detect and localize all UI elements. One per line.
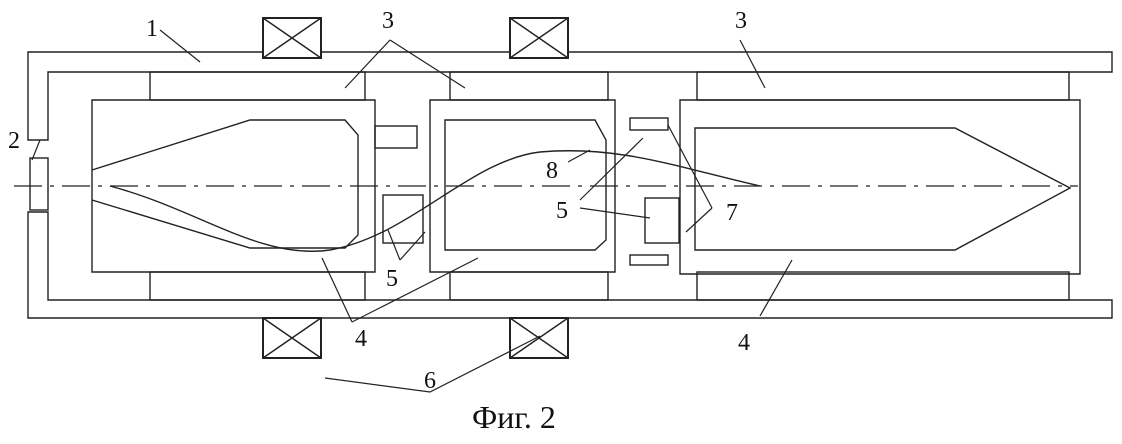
label-inlet: 2 bbox=[8, 128, 20, 154]
figure-caption: Фиг. 2 bbox=[472, 399, 556, 435]
seal-right bbox=[645, 198, 679, 243]
coils bbox=[263, 18, 568, 358]
inlet-nozzle bbox=[30, 158, 48, 210]
label-seal-mid: 5 bbox=[386, 266, 398, 292]
magnet-bottom-2 bbox=[450, 272, 608, 300]
label-chamber-right: 4 bbox=[738, 330, 750, 356]
label-ring: 7 bbox=[726, 200, 738, 226]
magnet-top-1 bbox=[150, 72, 365, 100]
label-trajectory: 8 bbox=[546, 158, 558, 184]
seal-mid bbox=[383, 195, 423, 243]
housing-wall-bottom bbox=[28, 212, 1112, 318]
magnet-top-2 bbox=[450, 72, 608, 100]
label-magnets: 3 bbox=[382, 8, 394, 34]
chamber-right bbox=[680, 100, 1080, 274]
trajectory-curve bbox=[110, 151, 760, 252]
magnet-bottom-3 bbox=[697, 272, 1069, 300]
label-magnets-right: 3 bbox=[735, 8, 747, 34]
magnet-top-3 bbox=[697, 72, 1069, 100]
housing-wall bbox=[28, 52, 1112, 140]
magnet-bottom-1 bbox=[150, 272, 365, 300]
label-seal-right: 5 bbox=[556, 198, 568, 224]
label-chambers-left: 4 bbox=[355, 326, 367, 352]
label-coils: 6 bbox=[424, 368, 436, 394]
seal-right-bottom bbox=[630, 255, 668, 265]
chamber-left-stub bbox=[375, 126, 417, 148]
leader-lines bbox=[32, 30, 792, 392]
seal-right-top bbox=[630, 118, 668, 130]
label-housing: 1 bbox=[146, 16, 158, 42]
